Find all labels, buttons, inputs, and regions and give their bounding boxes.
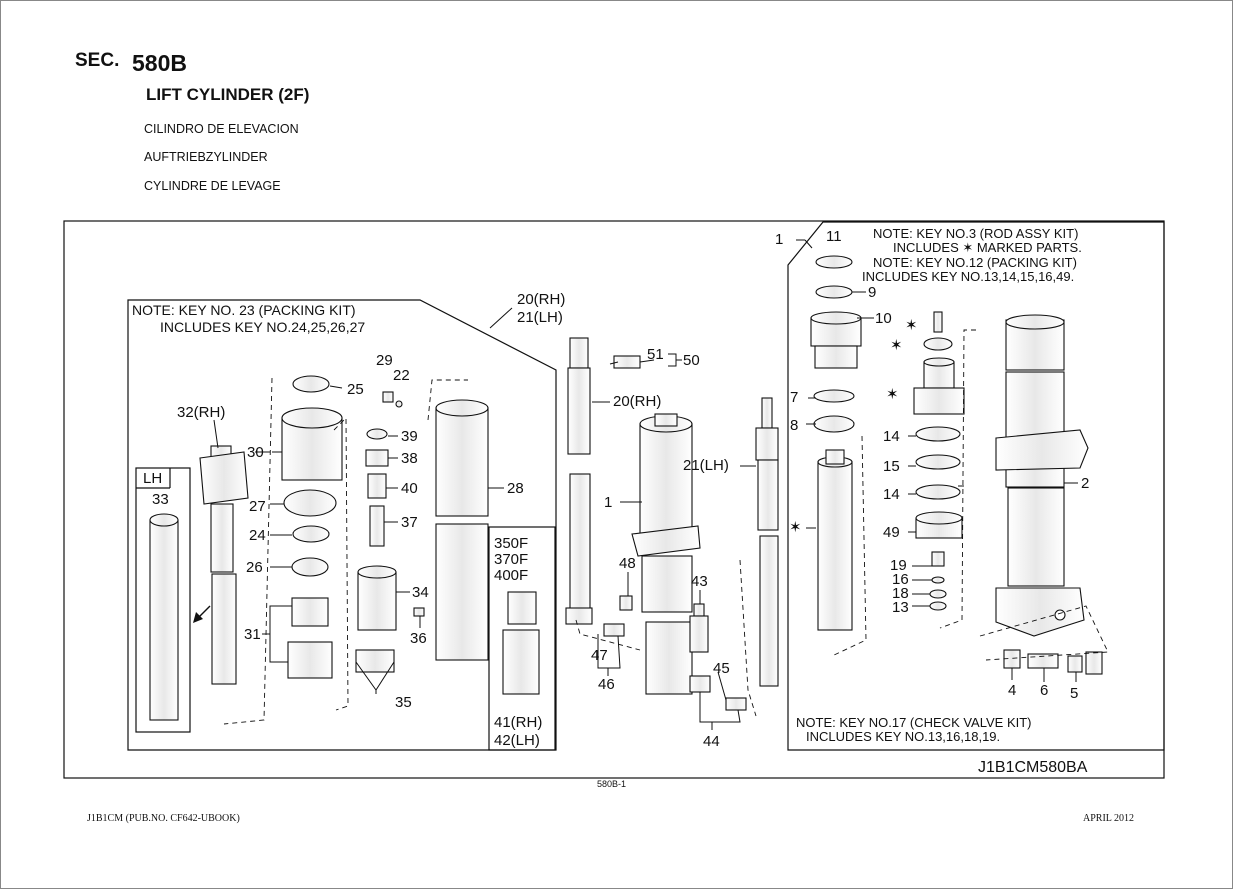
callout-p31: 31 bbox=[244, 626, 261, 643]
model-370f: 370F bbox=[494, 551, 528, 568]
note-rod-line-2: INCLUDES ✶ MARKED PARTS. bbox=[893, 240, 1082, 255]
callout-p39: 39 bbox=[401, 428, 418, 445]
callout-p50: 50 bbox=[683, 352, 700, 369]
svg-text:✶: ✶ bbox=[905, 317, 918, 334]
callout-p22: 22 bbox=[393, 367, 410, 384]
note-rod-line-3: NOTE: KEY NO.12 (PACKING KIT) bbox=[873, 255, 1077, 270]
callout-p48: 48 bbox=[619, 555, 636, 572]
callout-p47: 47 bbox=[591, 647, 608, 664]
svg-text:✶: ✶ bbox=[890, 337, 903, 354]
publication-date: APRIL 2012 bbox=[1083, 813, 1135, 824]
callout-p33: 33 bbox=[152, 491, 169, 508]
note-packing-line-2: INCLUDES KEY NO.24,25,26,27 bbox=[160, 319, 365, 335]
note-rod-line-4: INCLUDES KEY NO.13,14,15,16,49. bbox=[862, 269, 1074, 284]
callout-p36: 36 bbox=[410, 630, 427, 647]
models-box bbox=[488, 526, 556, 751]
callout-p4: 4 bbox=[1008, 682, 1016, 699]
callout-p25: 25 bbox=[347, 381, 364, 398]
callout-p16: 16 bbox=[892, 571, 909, 588]
callout-p1_mid: 1 bbox=[604, 494, 612, 511]
callout-p10: 10 bbox=[875, 310, 892, 327]
subtitle-german: AUFTRIEBZYLINDER bbox=[144, 150, 268, 164]
callout-p18: 18 bbox=[892, 585, 909, 602]
section-number: 580B bbox=[132, 50, 187, 76]
callout-p34: 34 bbox=[412, 584, 429, 601]
callout-p7: 7 bbox=[790, 389, 798, 406]
publication-number: J1B1CM (PUB.NO. CF642-UBOOK) bbox=[87, 813, 240, 824]
svg-text:✶: ✶ bbox=[886, 386, 899, 403]
subtitle-french: CYLINDRE DE LEVAGE bbox=[144, 179, 281, 193]
model-part-42: 42(LH) bbox=[494, 732, 540, 749]
group-label-21: 21(LH) bbox=[517, 309, 563, 326]
group-label-20: 20(RH) bbox=[517, 291, 565, 308]
note-rod-line-1: NOTE: KEY NO.3 (ROD ASSY KIT) bbox=[873, 226, 1078, 241]
drawing-id: J1B1CM580BA bbox=[978, 759, 1088, 776]
callout-p8: 8 bbox=[790, 417, 798, 434]
callout-p9: 9 bbox=[868, 284, 876, 301]
note-check-line-1: NOTE: KEY NO.17 (CHECK VALVE KIT) bbox=[796, 715, 1032, 730]
callout-p32: 32(RH) bbox=[177, 404, 225, 421]
callout-p37: 37 bbox=[401, 514, 418, 531]
subtitle-spanish: CILINDRO DE ELEVACION bbox=[144, 122, 299, 136]
callout-p11: 11 bbox=[826, 228, 842, 245]
callout-p6: 6 bbox=[1040, 682, 1048, 699]
callout-p43: 43 bbox=[691, 573, 708, 590]
callout-p45: 45 bbox=[713, 660, 730, 677]
callout-p19: 19 bbox=[890, 557, 907, 574]
page-title: LIFT CYLINDER (2F) bbox=[146, 85, 310, 104]
callout-p21lh: 21(LH) bbox=[683, 457, 729, 474]
page-code: 580B-1 bbox=[597, 779, 627, 789]
callout-p14a: 14 bbox=[883, 428, 900, 445]
packing-kit-group-box bbox=[127, 299, 557, 751]
callout-p2: 2 bbox=[1081, 475, 1089, 492]
callout-p1_top: 1 bbox=[775, 231, 783, 248]
model-350f: 350F bbox=[494, 535, 528, 552]
callout-p46: 46 bbox=[598, 676, 615, 693]
callout-p26: 26 bbox=[246, 559, 263, 576]
model-400f: 400F bbox=[494, 567, 528, 584]
note-packing-line-1: NOTE: KEY NO. 23 (PACKING KIT) bbox=[132, 302, 356, 318]
callout-p38: 38 bbox=[401, 450, 418, 467]
lh-inset-box bbox=[135, 467, 191, 733]
callout-p27: 27 bbox=[249, 498, 266, 515]
callout-p29: 29 bbox=[376, 352, 393, 369]
rod-assy-group-box bbox=[787, 221, 1165, 751]
callout-p49: 49 bbox=[883, 524, 900, 541]
callout-p13: 13 bbox=[892, 599, 909, 616]
callout-p20rh: 20(RH) bbox=[613, 393, 661, 410]
callout-p30: 30 bbox=[247, 444, 264, 461]
model-part-41: 41(RH) bbox=[494, 714, 542, 731]
callout-p24: 24 bbox=[249, 527, 266, 544]
callout-p35: 35 bbox=[395, 694, 412, 711]
callout-p28: 28 bbox=[507, 480, 524, 497]
lh-label: LH bbox=[143, 470, 162, 487]
note-check-line-2: INCLUDES KEY NO.13,16,18,19. bbox=[806, 729, 1000, 744]
svg-text:✶: ✶ bbox=[789, 519, 802, 536]
callout-p44: 44 bbox=[703, 733, 720, 750]
callout-p40: 40 bbox=[401, 480, 418, 497]
callout-p15: 15 bbox=[883, 458, 900, 475]
callout-p51: 51 bbox=[647, 346, 664, 363]
section-label: SEC. bbox=[75, 50, 120, 71]
callout-p5: 5 bbox=[1070, 685, 1078, 702]
callout-p14b: 14 bbox=[883, 486, 900, 503]
